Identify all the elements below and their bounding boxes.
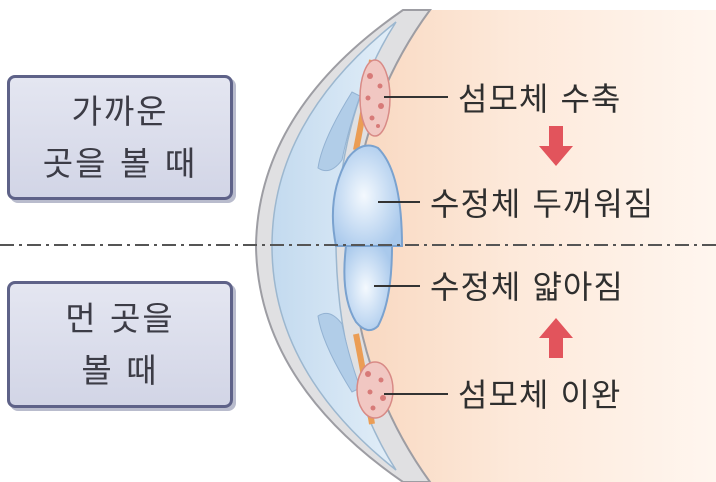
- near-vision-line1: 가까운: [71, 91, 169, 131]
- far-vision-line1: 먼 곳을: [65, 298, 175, 338]
- label-ciliary-relax: 섬모체 이완: [458, 376, 622, 414]
- iris-bottom: [317, 312, 361, 393]
- lens-thick: [331, 144, 404, 247]
- far-vision-box: 먼 곳을 볼 때: [7, 281, 233, 408]
- label-ciliary-contract: 섬모체 수축: [458, 80, 622, 118]
- iris-top: [317, 91, 361, 172]
- far-vision-line2: 볼 때: [81, 350, 159, 390]
- label-lens-thicken: 수정체 두꺼워짐: [430, 185, 655, 223]
- lens-thin: [343, 245, 394, 332]
- label-lens-thin: 수정체 얇아짐: [430, 268, 624, 306]
- down-arrow-icon: [539, 126, 573, 166]
- eye-interior: [346, 10, 716, 482]
- near-vision-box: 가까운 곳을 볼 때: [7, 75, 233, 200]
- up-arrow-icon: [539, 318, 573, 358]
- ciliary-body-bottom: [356, 361, 394, 419]
- near-vision-line2: 곳을 볼 때: [42, 143, 198, 183]
